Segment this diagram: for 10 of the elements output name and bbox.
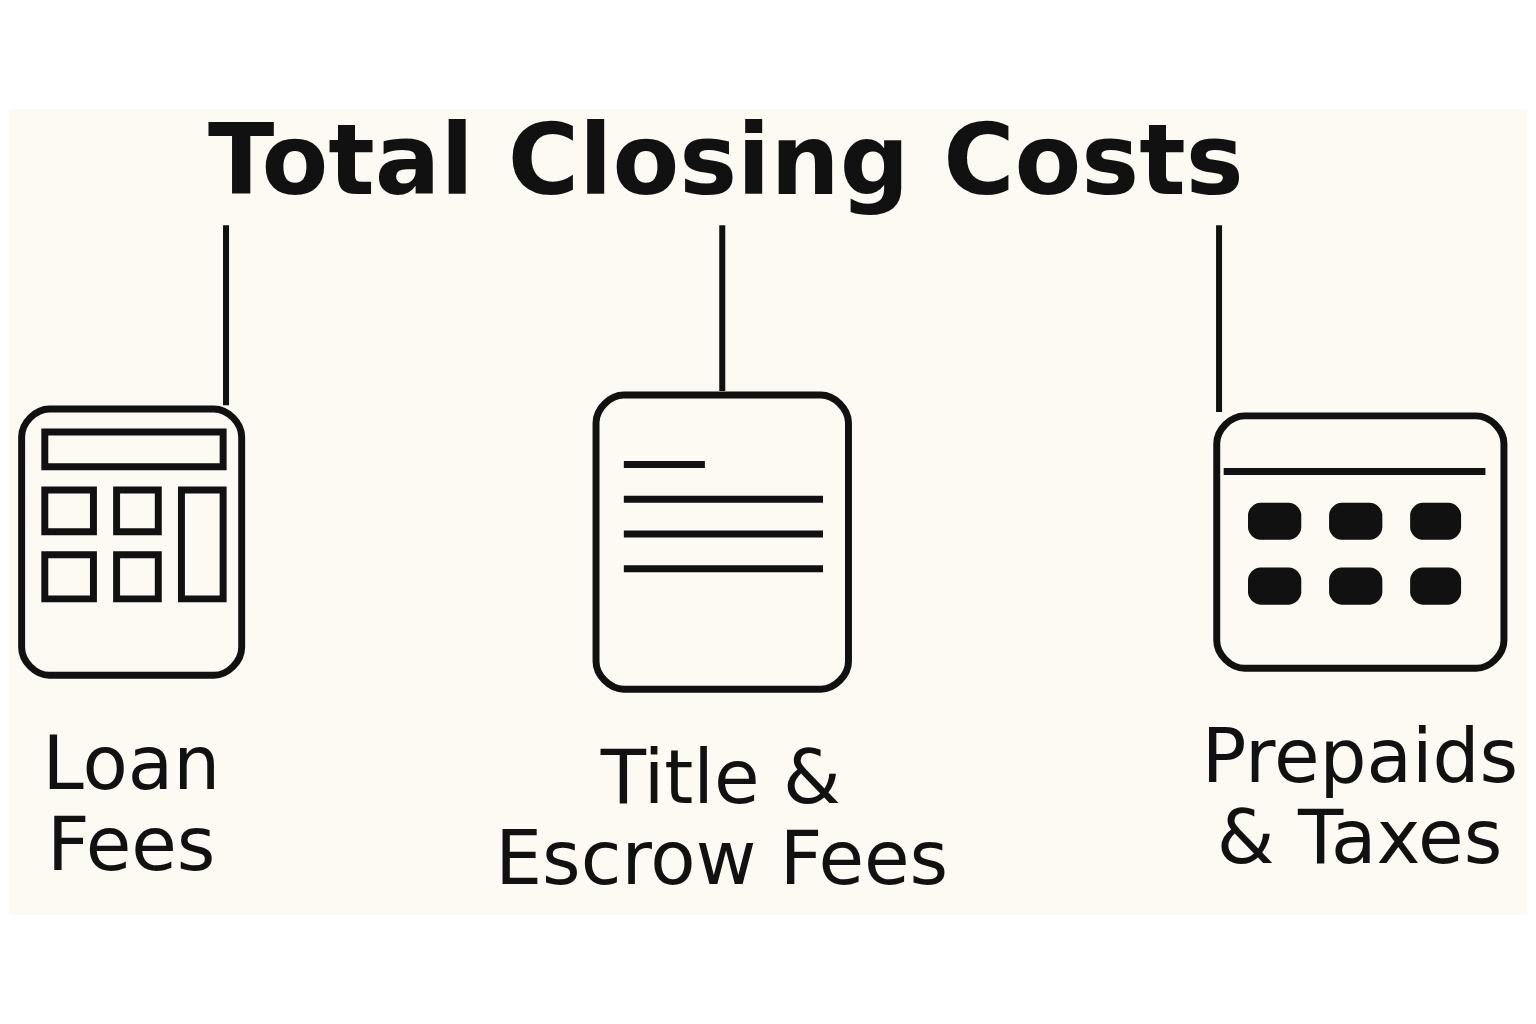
node-label: Loan Fees: [42, 720, 221, 888]
node-label: Title & Escrow Fees: [495, 733, 949, 901]
node-label: Prepaids & Taxes: [1201, 713, 1519, 881]
node-text: Total Closing Costs: [208, 103, 1244, 217]
connector: [719, 225, 726, 391]
node-picture: [1213, 412, 1508, 672]
connector: [1216, 225, 1223, 412]
node-picture: [592, 391, 852, 693]
node-picture: [18, 405, 246, 679]
connector: [223, 225, 230, 406]
